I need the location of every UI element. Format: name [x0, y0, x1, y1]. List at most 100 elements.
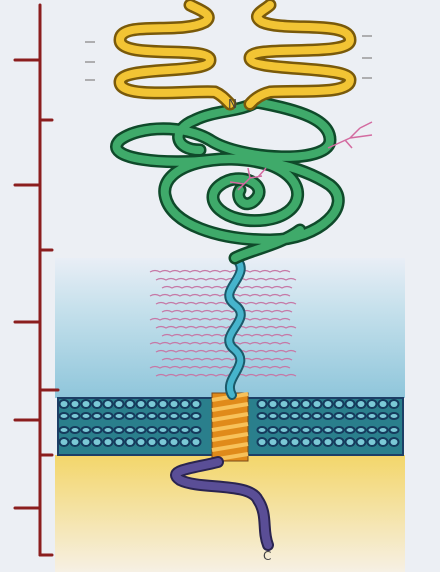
lipid-head	[280, 400, 289, 408]
transmembrane-helix	[212, 393, 248, 461]
lipid-head	[390, 400, 399, 408]
lipid-head	[104, 427, 113, 433]
lipid-head	[379, 427, 388, 433]
lipid-head	[291, 413, 300, 419]
lipid-head	[291, 427, 300, 433]
lipid-head	[148, 427, 157, 433]
lipid-head	[82, 438, 91, 446]
cytoplasm-zone	[55, 455, 405, 572]
lipid-head	[390, 438, 399, 446]
lipid-head	[258, 427, 267, 433]
lipid-head	[71, 427, 80, 433]
lipid-head	[192, 427, 201, 433]
lipid-head	[258, 413, 267, 419]
lipid-head	[60, 438, 69, 446]
lipid-head	[357, 427, 366, 433]
lipid-head	[148, 400, 157, 408]
lipid-head	[60, 427, 69, 433]
lipid-head	[104, 413, 113, 419]
lipid-head	[357, 400, 366, 408]
lipid-head	[335, 413, 344, 419]
lipid-head	[137, 413, 146, 419]
lipid-head	[104, 438, 113, 446]
c-terminus-label: C	[263, 549, 271, 563]
lipid-head	[159, 400, 168, 408]
lipid-head	[82, 413, 91, 419]
lipid-head	[324, 400, 333, 408]
lipid-head	[258, 400, 267, 408]
lipid-head	[71, 413, 80, 419]
lipid-head	[291, 400, 300, 408]
lipid-head	[181, 413, 190, 419]
lipid-head	[126, 413, 135, 419]
lipid-head	[335, 400, 344, 408]
lipid-head	[269, 400, 278, 408]
lipid-head	[93, 438, 102, 446]
lipid-head	[302, 413, 311, 419]
lipid-head	[82, 427, 91, 433]
lipid-head	[159, 413, 168, 419]
lipid-head	[93, 400, 102, 408]
lipid-head	[115, 413, 124, 419]
lipid-head	[82, 400, 91, 408]
lipid-head	[379, 400, 388, 408]
lipid-head	[269, 427, 278, 433]
lipid-head	[302, 400, 311, 408]
lipid-head	[324, 438, 333, 446]
lipid-head	[148, 438, 157, 446]
lipid-head	[93, 413, 102, 419]
n-terminus-label: N	[228, 97, 237, 111]
lipid-head	[93, 427, 102, 433]
lipid-head	[357, 413, 366, 419]
lipid-head	[115, 438, 124, 446]
lipid-head	[346, 413, 355, 419]
lipid-head	[170, 438, 179, 446]
lipid-head	[137, 438, 146, 446]
lipid-head	[60, 413, 69, 419]
lipid-head	[170, 413, 179, 419]
lipid-head	[115, 427, 124, 433]
lipid-head	[148, 413, 157, 419]
lipid-head	[170, 427, 179, 433]
lipid-head	[192, 413, 201, 419]
lipid-head	[181, 438, 190, 446]
lipid-head	[126, 400, 135, 408]
lipid-head	[280, 438, 289, 446]
lipid-head	[181, 400, 190, 408]
lipid-head	[137, 427, 146, 433]
lipid-head	[71, 400, 80, 408]
lipid-head	[137, 400, 146, 408]
lipid-head	[159, 438, 168, 446]
lipid-head	[379, 413, 388, 419]
lipid-head	[71, 438, 80, 446]
lipid-head	[126, 427, 135, 433]
lipid-head	[324, 427, 333, 433]
lipid-head	[60, 400, 69, 408]
lipid-head	[181, 427, 190, 433]
lipid-head	[269, 438, 278, 446]
lipid-head	[170, 400, 179, 408]
lipid-head	[104, 400, 113, 408]
lipid-head	[346, 400, 355, 408]
lipid-head	[335, 438, 344, 446]
lipid-head	[159, 427, 168, 433]
lipid-head	[357, 438, 366, 446]
lipid-head	[192, 438, 201, 446]
lipid-head	[368, 438, 377, 446]
lipid-head	[258, 438, 267, 446]
lipid-head	[269, 413, 278, 419]
lipid-head	[379, 438, 388, 446]
lipid-head	[346, 438, 355, 446]
lipid-head	[291, 438, 300, 446]
lipid-head	[313, 413, 322, 419]
lipid-head	[313, 400, 322, 408]
lipid-head	[280, 427, 289, 433]
lipid-head	[368, 413, 377, 419]
lipid-head	[390, 413, 399, 419]
lipid-head	[390, 427, 399, 433]
lipid-head	[302, 427, 311, 433]
lipid-head	[335, 427, 344, 433]
lipid-head	[324, 413, 333, 419]
